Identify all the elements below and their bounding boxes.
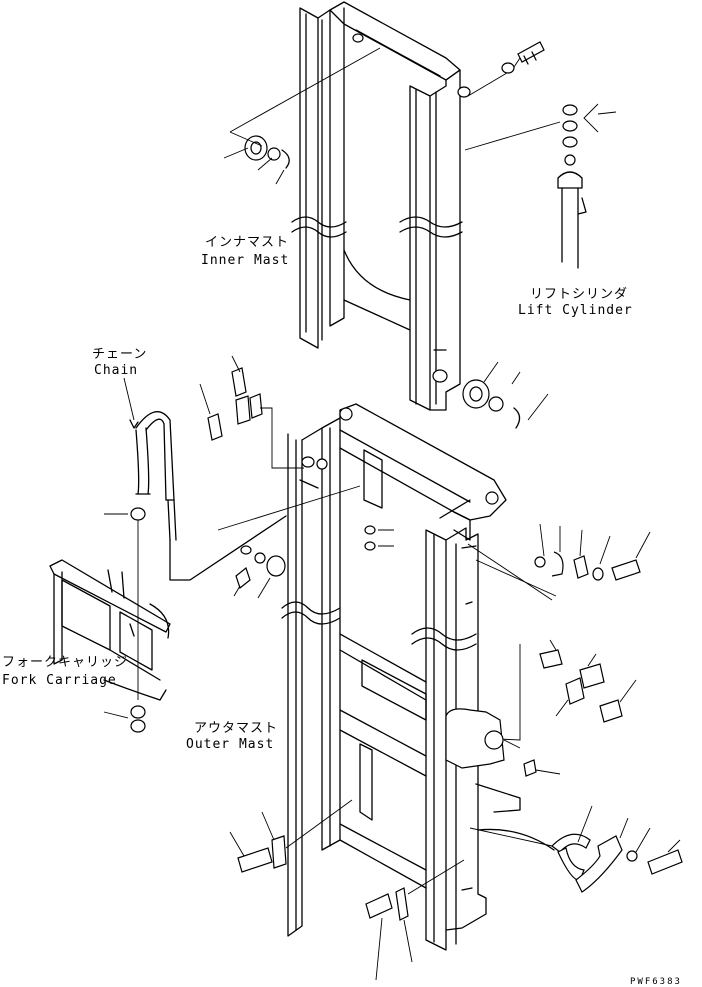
chain-label-en: Chain — [94, 363, 138, 378]
drawing-code: PWF6383 — [630, 977, 682, 987]
chain-label-jp: チェーン — [92, 347, 147, 362]
fork-carriage-label-en: Fork Carriage — [2, 673, 117, 688]
lift-cylinder-fasteners — [501, 41, 578, 166]
inner-mast-label-en: Inner Mast — [201, 253, 289, 268]
fork-carriage — [49, 559, 171, 701]
lift-cylinder — [557, 171, 587, 269]
chain — [123, 377, 287, 581]
inner-mast — [291, 1, 471, 411]
inner-mast-roller-parts — [244, 135, 521, 429]
outer-mast — [281, 403, 507, 951]
fork-carriage-label-jp: フォークキャリッジ — [2, 655, 128, 670]
lift-cylinder-label-jp: リフトシリンダ — [530, 287, 628, 302]
inner-mast-label-jp: インナマスト — [205, 235, 289, 250]
outer-mast-side-parts — [364, 523, 683, 893]
leader-lines-upper — [223, 47, 617, 421]
chain-anchor-parts — [103, 355, 361, 733]
outer-mast-label-jp: アウタマスト — [194, 721, 278, 736]
labels: インナマスト Inner Mast リフトシリンダ Lift Cylinder … — [2, 235, 682, 987]
lift-cylinder-label-en: Lift Cylinder — [518, 303, 633, 318]
outer-mast-label-en: Outer Mast — [186, 737, 274, 752]
outer-mast-lower-parts — [229, 799, 465, 981]
